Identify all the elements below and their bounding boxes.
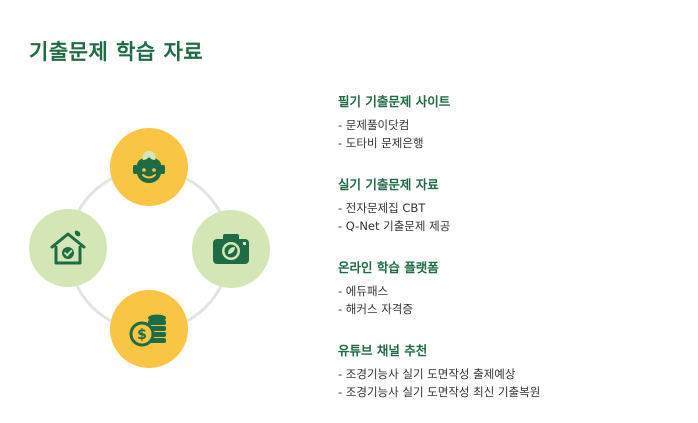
camera-leaf-icon	[213, 234, 249, 264]
head-leaf-icon	[133, 151, 165, 183]
section-title: 실기 기출문제 자료	[338, 177, 439, 192]
list-item: - 도타비 문제은행	[338, 136, 424, 150]
list-item: - 해커스 자격증	[338, 302, 413, 316]
page-title: 기출문제 학습 자료	[29, 40, 204, 64]
svg-text:$: $	[137, 327, 147, 343]
section-title: 필기 기출문제 사이트	[338, 94, 451, 109]
coins-dollar-icon: $	[129, 314, 166, 347]
list-item: - 전자문제집 CBT	[338, 201, 426, 215]
list-item: - 문제풀이닷컴	[338, 118, 410, 132]
resource-sections: 필기 기출문제 사이트 - 문제풀이닷컴 - 도타비 문제은행 실기 기출문제 …	[338, 91, 678, 423]
list-item: - Q-Net 기출문제 제공	[338, 219, 451, 233]
study-circle	[110, 128, 188, 206]
section-written-exam: 필기 기출문제 사이트 - 문제풀이닷컴 - 도타비 문제은행	[338, 91, 678, 152]
list-item: - 에듀패스	[338, 284, 389, 298]
camera-circle	[192, 210, 270, 288]
cycle-diagram: $	[0, 0, 320, 407]
section-title: 온라인 학습 플랫폼	[338, 260, 439, 275]
section-online-platform: 온라인 학습 플랫폼 - 에듀패스 - 해커스 자격증	[338, 257, 678, 318]
section-title: 유튜브 채널 추천	[338, 343, 428, 358]
section-youtube-channels: 유튜브 채널 추천 - 조경기능사 실기 도면작성 출제예상 - 조경기능사 실…	[338, 340, 678, 401]
list-item: - 조경기능사 실기 도면작성 출제예상	[338, 367, 516, 381]
house-check-icon	[50, 230, 86, 265]
cost-circle: $	[110, 290, 188, 368]
section-practical-exam: 실기 기출문제 자료 - 전자문제집 CBT - Q-Net 기출문제 제공	[338, 174, 678, 235]
home-study-circle	[29, 209, 107, 287]
list-item: - 조경기능사 실기 도면작성 최신 기출복원	[338, 385, 541, 399]
